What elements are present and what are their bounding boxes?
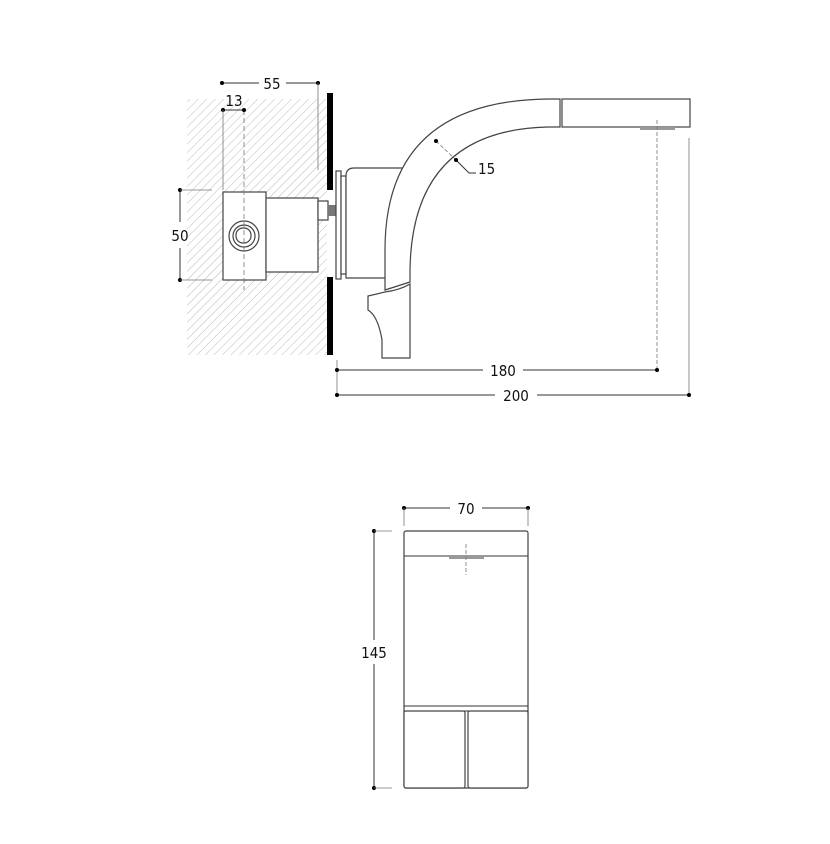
mixer-body bbox=[335, 98, 691, 359]
wall-surface-lower bbox=[327, 277, 333, 355]
dim-depth-label: 55 bbox=[263, 75, 280, 93]
dimension-13: 13 bbox=[221, 92, 246, 190]
dim-height-label: 145 bbox=[361, 644, 387, 662]
lever-left bbox=[403, 710, 466, 789]
dim-spout-thickness-label: 15 bbox=[478, 160, 495, 178]
spout-tip bbox=[561, 98, 691, 128]
concealed-box bbox=[222, 110, 348, 290]
dim-reach-label: 180 bbox=[490, 362, 516, 380]
spout bbox=[384, 98, 561, 291]
side-view: 55 13 50 15 180 bbox=[171, 75, 691, 405]
dim-projection-label: 200 bbox=[503, 387, 529, 405]
front-view: 70 145 bbox=[361, 500, 530, 790]
lever-right bbox=[467, 710, 529, 789]
dimension-15: 15 bbox=[434, 139, 495, 178]
dimension-50: 50 bbox=[171, 188, 212, 282]
dimension-55: 55 bbox=[220, 75, 320, 170]
dimension-145: 145 bbox=[361, 529, 392, 790]
dimension-70: 70 bbox=[402, 500, 530, 526]
dimension-180: 180 bbox=[335, 362, 659, 380]
wall-surface-upper bbox=[327, 93, 333, 190]
dim-box-height-label: 50 bbox=[171, 227, 188, 245]
dim-axis-label: 13 bbox=[225, 92, 242, 110]
dimension-200: 200 bbox=[335, 387, 691, 405]
dim-width-label: 70 bbox=[457, 500, 474, 518]
lever-handle bbox=[367, 282, 411, 359]
